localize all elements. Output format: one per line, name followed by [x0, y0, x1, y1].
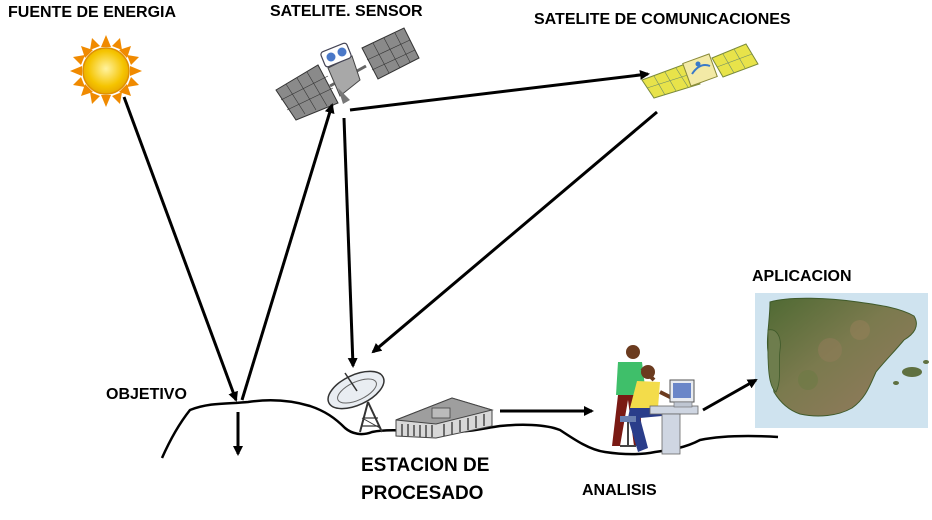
application-label: APLICACION	[752, 268, 852, 285]
processing-station-label-line2: PROCESADO	[361, 483, 484, 504]
arrow-comm-to-station	[371, 110, 658, 354]
energy-source-label: FUENTE DE ENERGIA	[8, 4, 177, 21]
sensor-satellite-label: SATELITE. SENSOR	[270, 3, 423, 20]
sun-icon	[70, 35, 142, 107]
sensor-satellite-icon	[275, 27, 420, 121]
comm-satellite-label: SATELITE DE COMUNICACIONES	[534, 11, 791, 28]
analysis-label: ANALISIS	[582, 482, 657, 499]
arrow-sensor-to-station	[342, 117, 358, 368]
arrow-sun-to-objective	[122, 96, 238, 402]
analysts-computer-icon	[612, 345, 699, 455]
comm-satellite-icon	[641, 43, 759, 99]
arrow-analysis-to-application	[702, 378, 758, 412]
arrows	[122, 69, 758, 456]
processing-station-label-line1: ESTACION DE	[361, 455, 490, 476]
arrow-objective-to-sensor	[240, 103, 335, 401]
objective-label: OBJETIVO	[106, 386, 187, 403]
satellite-dish-icon	[327, 370, 385, 433]
arrow-sensor-to-comm	[349, 69, 650, 112]
spain-satellite-map	[755, 293, 929, 428]
processing-building-icon	[395, 397, 494, 439]
